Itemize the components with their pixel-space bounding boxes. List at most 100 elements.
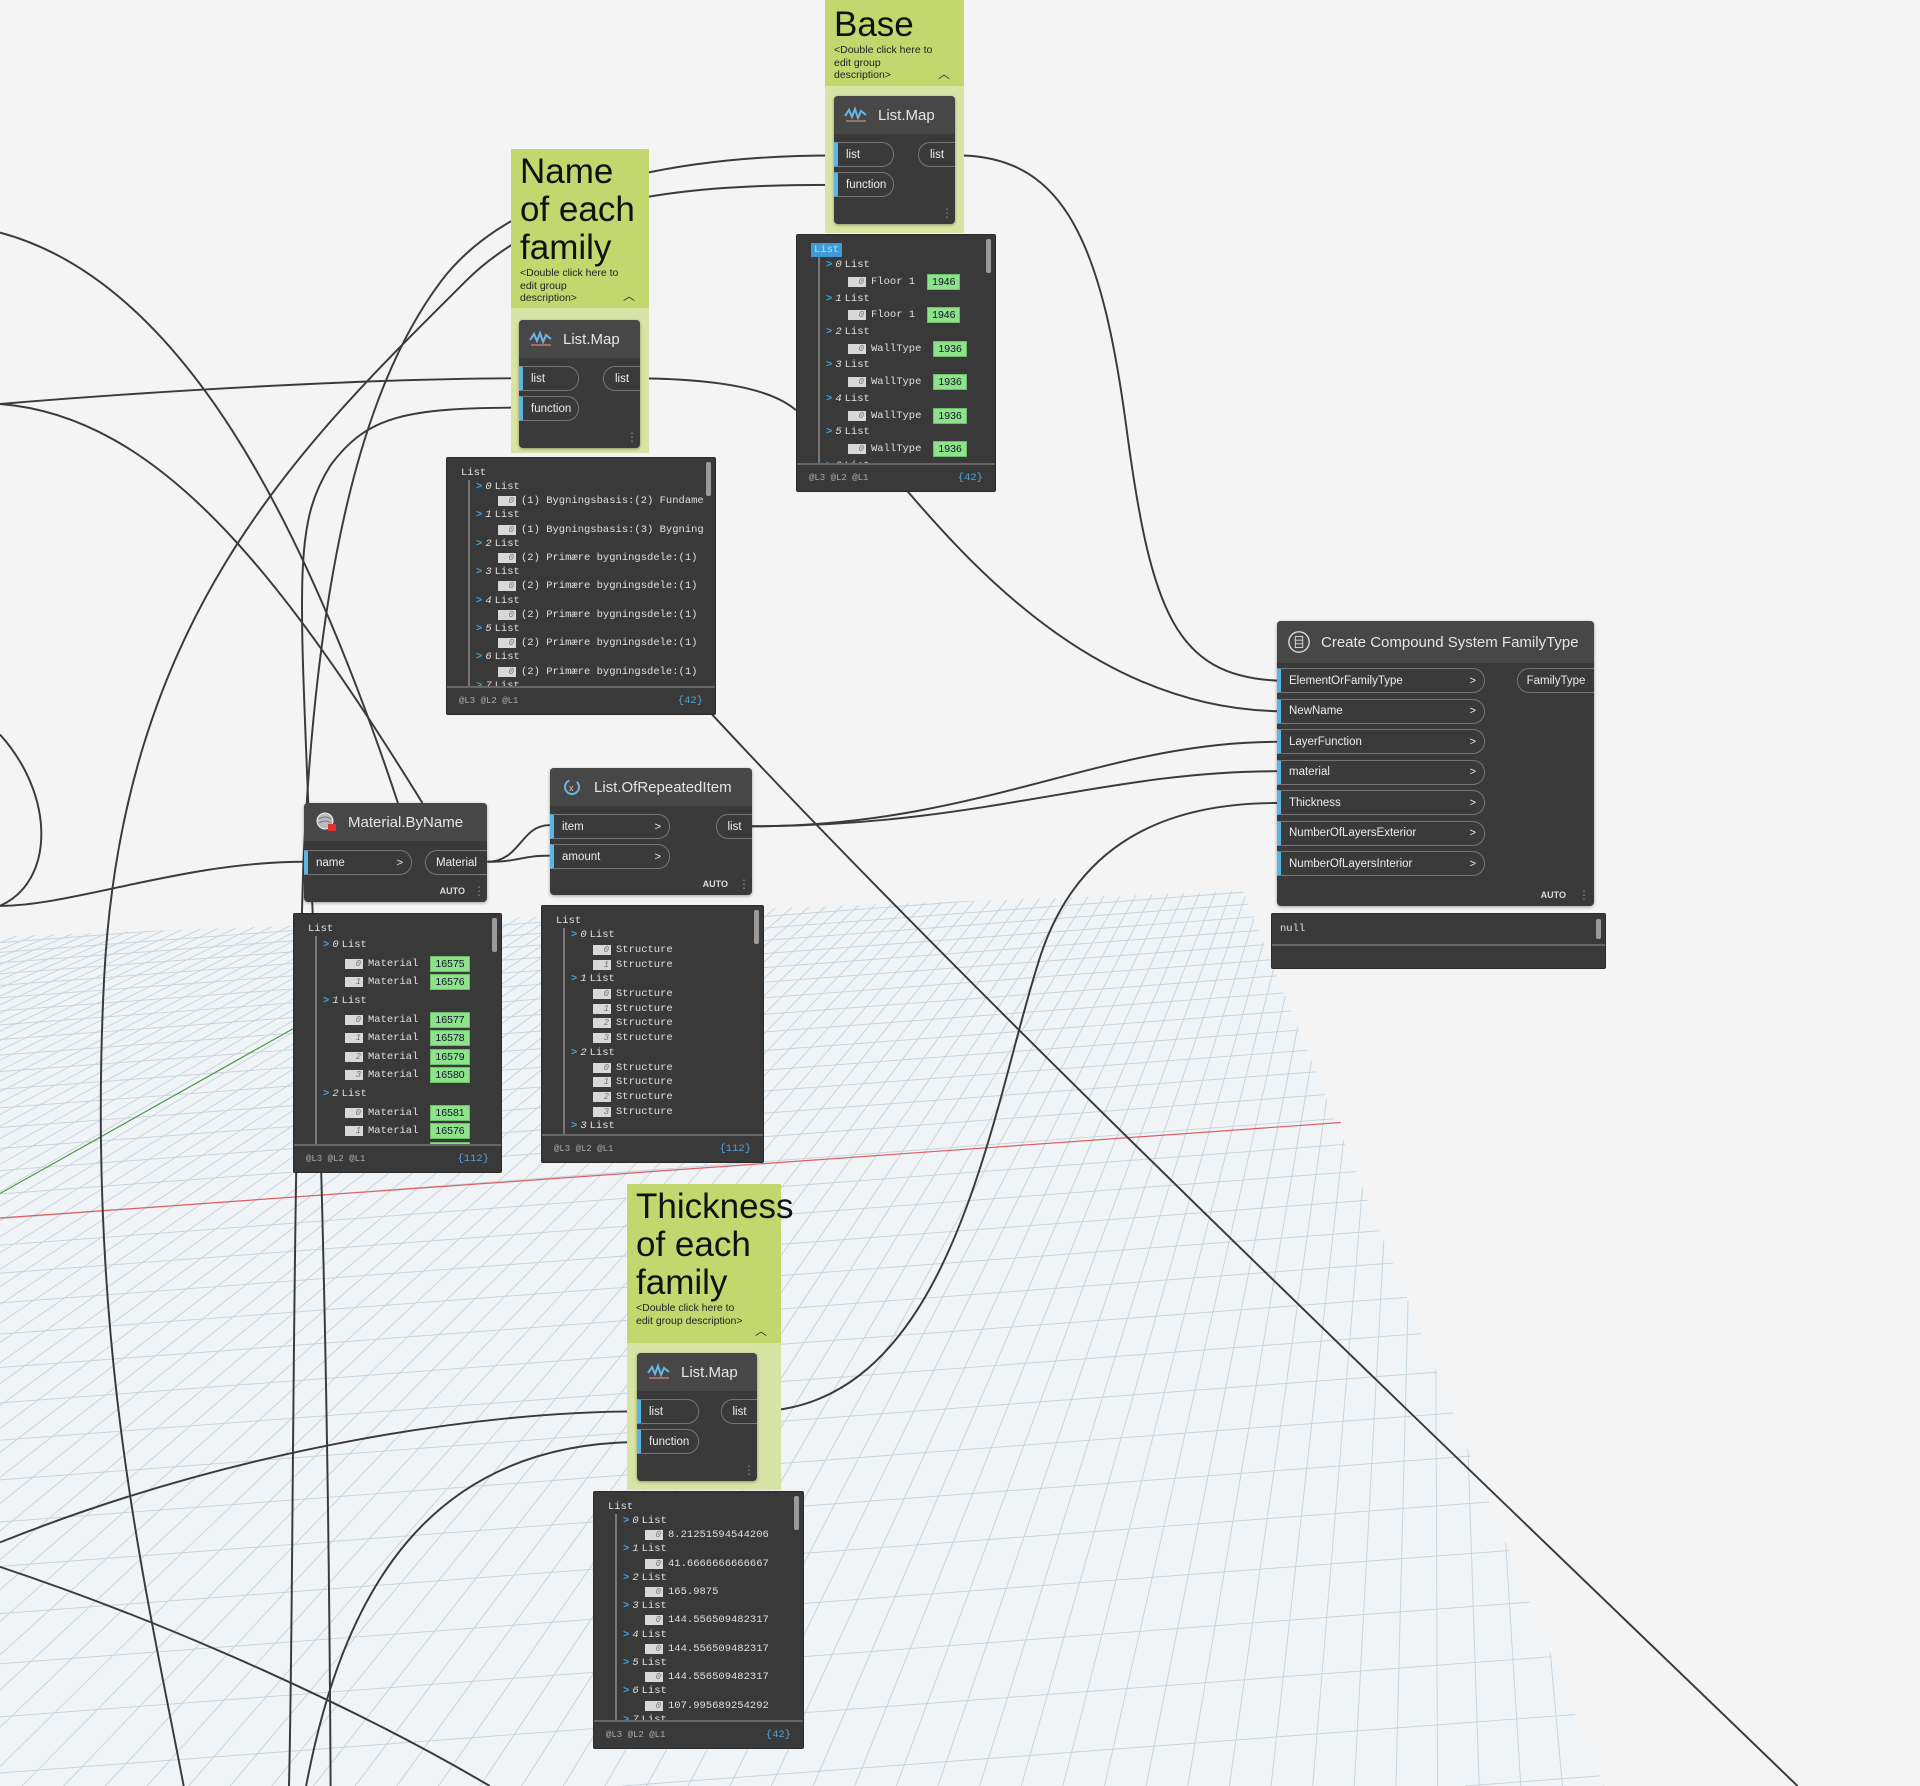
chevron-right-icon[interactable]: > [323,1088,330,1101]
group-title[interactable]: Name of each family [520,152,635,267]
input-port-name[interactable]: name> [304,850,412,875]
list-item-row[interactable]: 2Material16582 [321,1141,501,1144]
wire[interactable] [0,1565,491,1786]
chevron-right-icon[interactable]: > [826,292,833,305]
element-id-badge[interactable]: 16575 [430,955,470,972]
wire[interactable] [0,377,525,405]
element-id-badge[interactable]: 1936 [933,340,967,357]
wire[interactable] [305,1441,637,1786]
list-levels[interactable]: @L3 @L2 @L1 [809,473,869,483]
chevron-right-icon[interactable]: > [476,566,483,579]
group-title[interactable]: Base [834,5,914,44]
chevron-right-icon[interactable]: > [623,1571,630,1584]
node-header[interactable]: List.Map [637,1353,757,1391]
wire[interactable] [487,854,550,863]
scrollbar[interactable] [754,910,759,944]
lacing-label[interactable]: AUTO [702,879,728,889]
group-description[interactable]: <Double click here to edit group descrip… [636,1302,743,1327]
list-item-row[interactable]: 0(1) Bygningsbasis:(2) Fundame [474,494,715,508]
chevron-right-icon[interactable]: > [826,326,833,339]
input-port-function[interactable]: function [519,396,579,421]
node-header[interactable]: List.Map [519,320,640,358]
input-port-numberoflayersinterior[interactable]: NumberOfLayersInterior> [1277,851,1485,876]
chevron-right-icon[interactable]: > [623,1685,630,1698]
output-port-material[interactable]: Material [425,850,487,875]
chevron-right-icon[interactable]: > [623,1713,630,1722]
output-port-list[interactable]: list [918,142,955,167]
chevron-right-icon[interactable]: > [476,481,483,494]
chevron-right-icon[interactable]: > [323,995,330,1008]
list-item-row[interactable]: 0(2) Primære bygningsdele:(1) [474,636,715,650]
group-thickness-of-each-family[interactable]: Thickness of each family <Double click h… [627,1184,794,1490]
input-port-layerfunction[interactable]: LayerFunction> [1277,729,1485,754]
list-levels[interactable]: @L3 @L2 @L1 [306,1154,366,1164]
root-list-label[interactable]: List [556,915,582,927]
create-compound-system-familytype-node[interactable]: Create Compound System FamilyType Elemen… [1277,621,1594,906]
chevron-right-icon[interactable]: > [476,509,483,522]
input-port-newname[interactable]: NewName> [1277,698,1485,724]
root-list-label[interactable]: List [811,243,843,257]
input-port-item[interactable]: item> [550,814,670,839]
input-port-list[interactable]: list [834,142,894,167]
element-id-badge[interactable]: 16582 [430,1141,470,1144]
wire[interactable] [709,711,1799,1786]
chevron-right-icon[interactable]: > [826,426,833,439]
scrollbar[interactable] [986,239,991,273]
element-id-badge[interactable]: 16578 [430,1030,470,1047]
wire[interactable] [0,402,424,804]
output-port-list[interactable]: list [603,366,640,391]
node-menu-icon[interactable]: ⋮ [626,430,638,444]
input-port-list[interactable]: list [637,1399,699,1424]
root-list-label[interactable]: List [461,467,487,479]
element-id-badge[interactable]: 16579 [430,1048,470,1065]
lacing-label[interactable]: AUTO [439,886,465,896]
node-header[interactable]: Material.ByName [304,803,487,841]
wire[interactable] [0,1410,637,1544]
input-port-function[interactable]: function [834,172,894,197]
element-id-badge[interactable]: 1936 [933,440,967,457]
list-map-node-name[interactable]: List.Map list function list ⋮ [519,320,640,448]
chevron-right-icon[interactable]: > [323,939,330,952]
input-port-function[interactable]: function [637,1429,699,1454]
chevron-right-icon[interactable]: > [571,929,578,942]
wire[interactable] [751,770,1278,828]
scrollbar[interactable] [1596,919,1601,939]
element-id-badge[interactable]: 16580 [430,1067,470,1084]
lacing-label[interactable]: AUTO [1540,890,1566,900]
root-list-label[interactable]: List [608,1501,634,1513]
element-id-badge[interactable]: 16581 [430,1104,470,1121]
chevron-right-icon[interactable]: > [476,622,483,635]
